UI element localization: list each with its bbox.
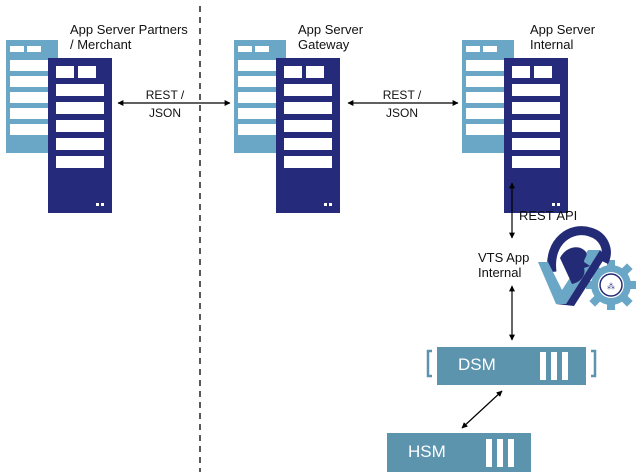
server-partners-icon (6, 40, 112, 213)
link-partners-gateway-line2: JSON (148, 106, 181, 120)
vts-app-label-line1: VTS App (478, 250, 530, 265)
server-gateway-title-line2: Gateway (298, 37, 350, 52)
svg-text:⁂: ⁂ (607, 282, 615, 291)
server-internal-title-line1: App Server (530, 22, 596, 37)
link-partners-gateway-line1: REST / (145, 88, 185, 102)
dsm-label: DSM (458, 355, 496, 374)
server-internal-icon (462, 40, 568, 213)
server-partners-title-line1: App Server Partners (70, 22, 188, 37)
dsm-appliance-icon (426, 347, 597, 385)
hsm-appliance-icon (387, 433, 531, 472)
server-gateway-icon (234, 40, 340, 213)
link-gateway-internal-line2: JSON (385, 106, 418, 120)
hsm-label: HSM (408, 442, 446, 461)
server-gateway-title-line1: App Server (298, 22, 364, 37)
server-partners-title-line2: / Merchant (70, 37, 132, 52)
arrow-dsm-hsm (461, 390, 503, 429)
server-gateway-title: App Server Gateway (298, 22, 363, 52)
server-internal-title-line2: Internal (530, 37, 574, 52)
link-gateway-internal-label: REST / (377, 88, 427, 102)
link-gateway-internal-label-2: JSON (377, 106, 427, 120)
link-partners-gateway-label-2: JSON (140, 106, 190, 120)
server-internal-title: App Server Internal (530, 22, 595, 52)
vts-app-label: VTS App Internal (478, 250, 529, 280)
link-gateway-internal-line1: REST / (382, 88, 422, 102)
link-internal-vts-label: REST API (519, 208, 578, 223)
vts-app-label-line2: Internal (478, 265, 522, 280)
vts-logo-icon: ⁂ (538, 226, 636, 310)
server-partners-title: App Server Partners / Merchant (70, 22, 188, 52)
link-partners-gateway-label: REST / (140, 88, 190, 102)
